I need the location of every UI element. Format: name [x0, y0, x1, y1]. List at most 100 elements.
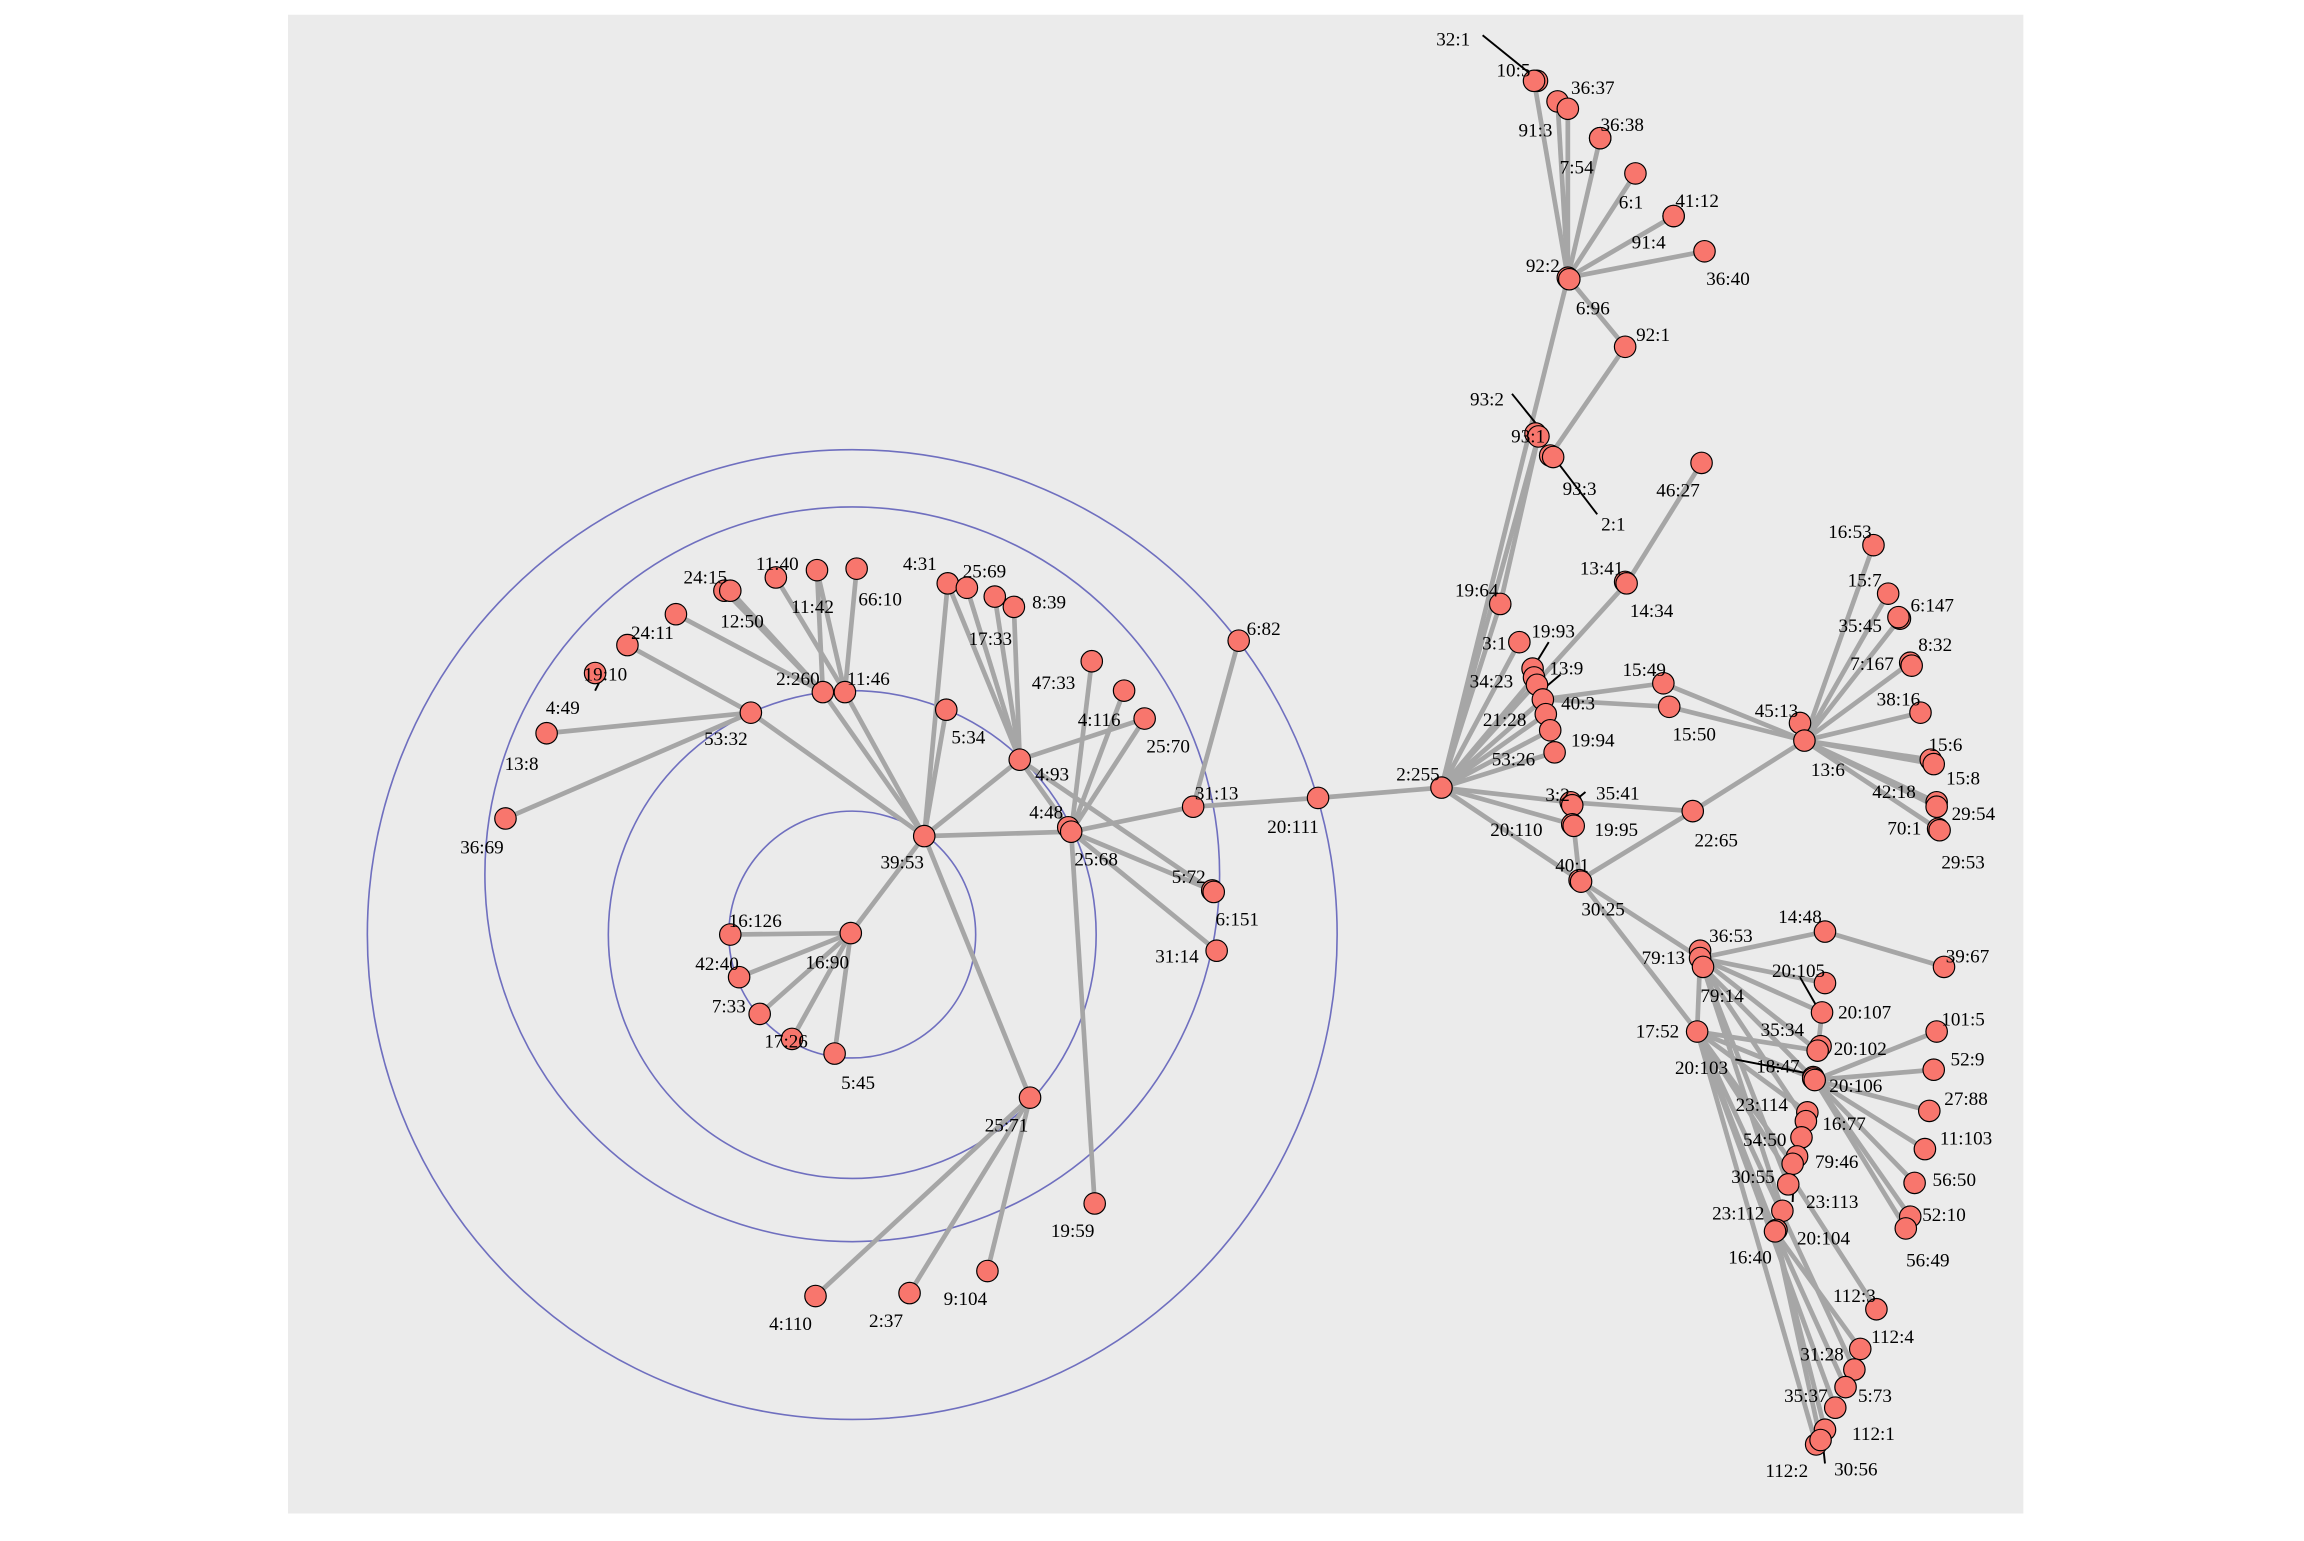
- node-23-112[interactable]: [1771, 1199, 1794, 1223]
- node-8-32[interactable]: [1900, 654, 1923, 677]
- node-25-68[interactable]: [1059, 820, 1083, 844]
- node-31-13[interactable]: [1181, 795, 1205, 819]
- node-17-52[interactable]: [1685, 1020, 1709, 1043]
- node-19-64[interactable]: [1488, 592, 1512, 616]
- node-56-50[interactable]: [1903, 1171, 1926, 1195]
- node-16-53[interactable]: [1862, 533, 1885, 557]
- node-label: 4:93: [1035, 764, 1069, 785]
- node-4-110[interactable]: [804, 1284, 827, 1308]
- node-46-27[interactable]: [1690, 451, 1713, 475]
- node-101-5[interactable]: [1925, 1020, 1948, 1043]
- node-10-5[interactable]: [1522, 69, 1546, 93]
- node-39-53[interactable]: [912, 824, 936, 848]
- node-13-8[interactable]: [535, 721, 558, 745]
- node-4-49[interactable]: [583, 661, 607, 685]
- node-13-6[interactable]: [1793, 729, 1816, 752]
- node-23-113[interactable]: [1776, 1173, 1800, 1196]
- node-6-82[interactable]: [1227, 629, 1251, 652]
- node-4-116[interactable]: [1112, 679, 1136, 702]
- node-label: 112:4: [1871, 1327, 1914, 1348]
- node-16-90[interactable]: [839, 921, 863, 945]
- node-17-33[interactable]: [983, 585, 1007, 608]
- node-20-106[interactable]: [1803, 1068, 1827, 1092]
- node-35-45[interactable]: [1887, 605, 1910, 629]
- node-31-14[interactable]: [1205, 939, 1228, 963]
- node-20-107[interactable]: [1810, 1001, 1834, 1024]
- node-11-46[interactable]: [833, 680, 857, 704]
- node-92-1[interactable]: [1613, 335, 1637, 359]
- node-22-65[interactable]: [1681, 799, 1705, 823]
- node-label: 17:52: [1636, 1021, 1679, 1042]
- node-17-26[interactable]: [780, 1027, 804, 1051]
- node-8-39[interactable]: [1002, 595, 1026, 619]
- node-15-50[interactable]: [1657, 695, 1681, 719]
- node-5-73[interactable]: [1834, 1375, 1857, 1399]
- node-20-105[interactable]: [1813, 971, 1837, 995]
- node-19-94[interactable]: [1538, 718, 1562, 742]
- node-25-69[interactable]: [955, 576, 979, 600]
- node-11-42[interactable]: [805, 558, 829, 582]
- node-3-1[interactable]: [1508, 630, 1531, 654]
- node-7-33[interactable]: [748, 1002, 771, 1026]
- node-112-4[interactable]: [1848, 1337, 1872, 1361]
- node-91-4[interactable]: [1662, 204, 1685, 228]
- node-14-48[interactable]: [1813, 920, 1837, 943]
- node-2-1[interactable]: [1541, 445, 1565, 469]
- node-38-16[interactable]: [1909, 701, 1932, 724]
- node-29-54[interactable]: [1925, 795, 1948, 819]
- node-20-102[interactable]: [1806, 1039, 1829, 1062]
- node-25-71[interactable]: [1018, 1086, 1042, 1109]
- node-15-7[interactable]: [1876, 582, 1900, 605]
- node-39-67[interactable]: [1932, 955, 1956, 979]
- node-52-9[interactable]: [1922, 1058, 1946, 1082]
- node-4-93[interactable]: [1008, 748, 1032, 772]
- node-2-37[interactable]: [898, 1281, 921, 1305]
- node-5-45[interactable]: [823, 1042, 846, 1065]
- edge: [1068, 689, 1127, 833]
- node-53-32[interactable]: [739, 701, 763, 724]
- node-56-49[interactable]: [1894, 1217, 1918, 1240]
- node-7-54[interactable]: [1588, 126, 1612, 150]
- node-15-8[interactable]: [1922, 752, 1946, 776]
- node-30-25[interactable]: [1569, 870, 1593, 893]
- node-6-96[interactable]: [1557, 267, 1581, 291]
- node-19-59[interactable]: [1083, 1192, 1107, 1215]
- edge: [1802, 617, 1902, 743]
- node-6-151[interactable]: [1202, 880, 1226, 904]
- node-24-11[interactable]: [664, 602, 688, 626]
- node-29-53[interactable]: [1928, 818, 1951, 842]
- node-27-88[interactable]: [1917, 1099, 1941, 1123]
- node-11-40[interactable]: [764, 566, 788, 589]
- node-30-56[interactable]: [1809, 1428, 1832, 1452]
- node-25-70[interactable]: [1133, 707, 1156, 730]
- node-30-55[interactable]: [1781, 1152, 1804, 1176]
- node-2-260[interactable]: [811, 680, 835, 704]
- node-20-111[interactable]: [1306, 786, 1330, 810]
- node-label: 13:6: [1811, 760, 1845, 781]
- node-36-37[interactable]: [1556, 97, 1580, 121]
- node-42-40[interactable]: [727, 965, 751, 989]
- node-9-104[interactable]: [976, 1259, 999, 1283]
- node-35-37[interactable]: [1823, 1396, 1847, 1420]
- node-79-14[interactable]: [1691, 955, 1715, 979]
- node-4-31[interactable]: [936, 572, 960, 595]
- node-53-26[interactable]: [1543, 741, 1566, 764]
- node-16-126[interactable]: [718, 923, 742, 946]
- node-5-34[interactable]: [934, 698, 958, 722]
- node-16-40[interactable]: [1763, 1220, 1787, 1243]
- node-6-1[interactable]: [1624, 162, 1647, 185]
- node-14-34[interactable]: [1615, 572, 1638, 595]
- node-47-33[interactable]: [1080, 649, 1104, 673]
- node-36-40[interactable]: [1693, 239, 1716, 263]
- node-54-50[interactable]: [1790, 1126, 1813, 1149]
- node-2-255[interactable]: [1430, 776, 1453, 799]
- node-19-95[interactable]: [1562, 814, 1586, 838]
- node-36-69[interactable]: [494, 807, 517, 830]
- node-19-10[interactable]: [616, 633, 639, 657]
- node-93-1[interactable]: [1527, 425, 1550, 448]
- node-66-10[interactable]: [845, 557, 868, 580]
- node-15-49[interactable]: [1652, 671, 1675, 695]
- node-112-3[interactable]: [1865, 1297, 1888, 1321]
- node-12-50[interactable]: [718, 579, 742, 603]
- node-11-103[interactable]: [1913, 1137, 1937, 1161]
